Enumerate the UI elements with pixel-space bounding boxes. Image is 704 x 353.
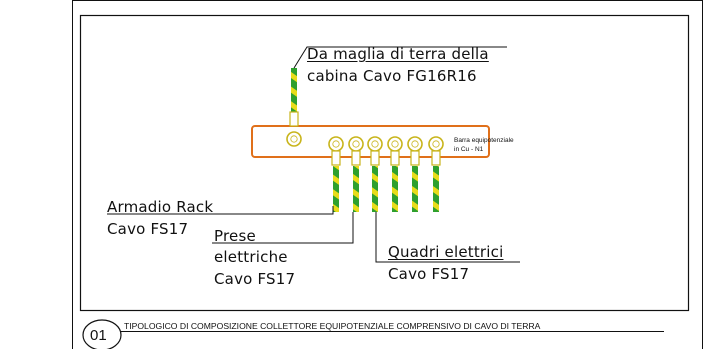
outgoing-lug <box>407 136 423 166</box>
inner-frame <box>79 14 690 312</box>
leader-line-prese <box>212 212 354 244</box>
outgoing-cable <box>333 166 339 212</box>
incoming-lug <box>286 111 302 147</box>
source-label-line2: cabina Cavo FG16R16 <box>307 67 477 85</box>
rack-label-line2: Cavo FS17 <box>107 220 189 238</box>
outgoing-cable <box>433 166 439 212</box>
outgoing-cable <box>392 166 398 212</box>
outgoing-lug <box>428 136 444 166</box>
bar-label-line2: in Cu - N1 <box>454 146 484 153</box>
source-label-line1: Da maglia di terra della <box>307 45 489 63</box>
quadri-label-line2: Cavo FS17 <box>388 265 470 283</box>
outgoing-cable <box>353 166 359 212</box>
outgoing-lug <box>328 136 344 166</box>
outgoing-cable <box>412 166 418 212</box>
rack-label-line1: Armadio Rack <box>107 198 214 216</box>
detail-number: 01 <box>90 327 107 344</box>
bar-label-line1: Barra equipotenziale <box>454 137 514 144</box>
prese-label-line1: Prese <box>214 227 256 245</box>
outgoing-lug <box>367 136 383 166</box>
prese-label-line2: elettriche <box>214 248 288 266</box>
leader-line-rack <box>107 206 334 215</box>
prese-label-line3: Cavo FS17 <box>214 270 296 288</box>
leader-line-quadri <box>375 212 520 263</box>
quadri-label-line1: Quadri elettrici <box>388 243 504 261</box>
incoming-cable <box>291 68 297 124</box>
detail-title: TIPOLOGICO DI COMPOSIZIONE COLLETTORE EQ… <box>124 321 541 331</box>
outer-frame <box>72 0 703 353</box>
outgoing-lug <box>387 136 403 166</box>
outgoing-lug <box>348 136 364 166</box>
leader-line-source <box>293 46 507 69</box>
outgoing-cable <box>372 166 378 212</box>
